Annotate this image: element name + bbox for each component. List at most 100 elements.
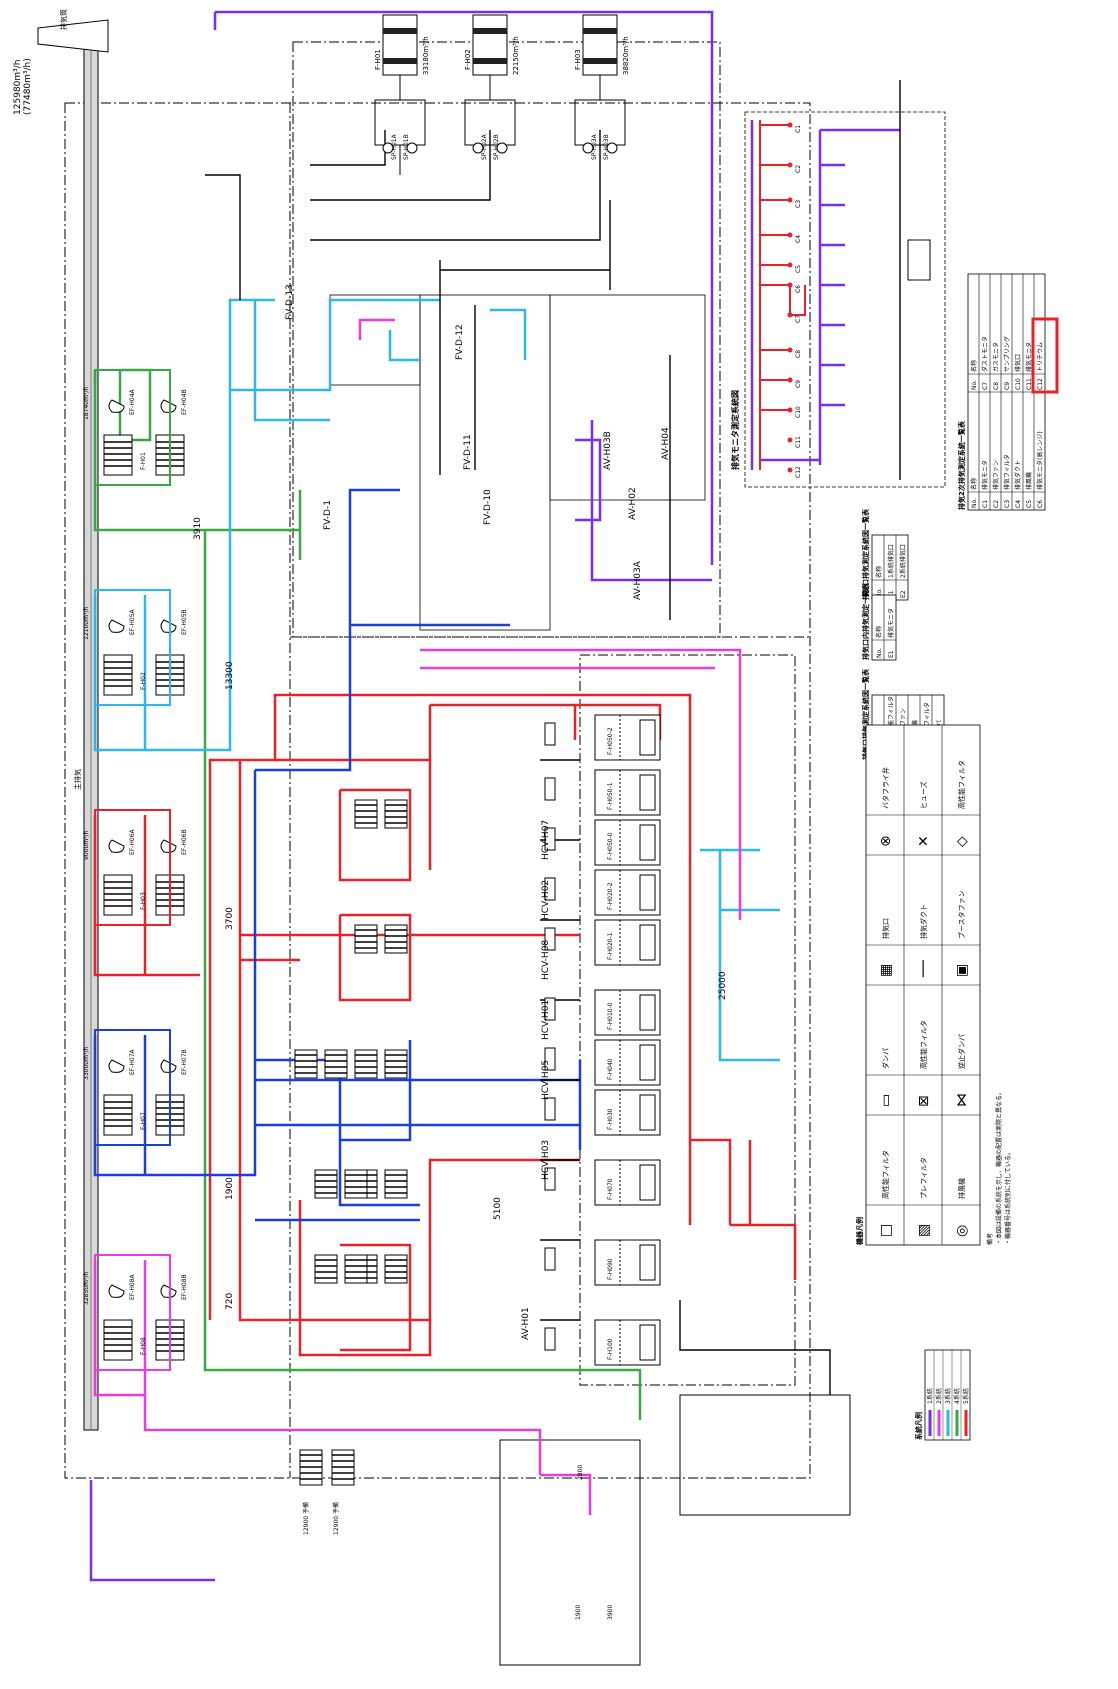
- monitor-point-label: C6: [795, 285, 802, 293]
- monitor-point-label: C11: [795, 436, 802, 448]
- line-legend: 系統凡例1系統2系統3系統4系統5系統: [914, 1350, 970, 1440]
- table-cell: 排気口: [1014, 354, 1022, 372]
- fan-flow: 33180m³/h: [422, 36, 430, 75]
- valve-tag: HCV-H02: [541, 880, 551, 920]
- room-box: F-H020-1: [545, 920, 660, 965]
- room-tag: F-H020-1: [607, 932, 614, 960]
- valve-tag: AV-H01: [521, 1307, 531, 1340]
- legend-symbol-name: プレフィルタ: [919, 1157, 928, 1199]
- line-legend-label: 2系統: [935, 1388, 943, 1404]
- bottom-label: 12900 予備: [332, 1502, 340, 1535]
- bottom-label: 2800: [577, 1465, 584, 1480]
- table-cell: C7: [982, 382, 989, 390]
- table-cell: C2: [993, 500, 1000, 508]
- pump-a: SP-H03A: [591, 133, 598, 160]
- legend-symbol-name: 逆止ダンパ: [957, 1034, 966, 1069]
- legend-symbol-name: 高性能フィルタ: [919, 1020, 928, 1069]
- room-tag: F-H090: [607, 1258, 614, 1280]
- legend-symbol-name: ヒューズ: [919, 781, 928, 809]
- unit-filter: F-H02: [140, 672, 147, 690]
- unit-flow: 9000m³/h: [83, 830, 90, 860]
- table-cell: C5: [1026, 500, 1033, 508]
- main-exhaust-label: 主排気: [73, 769, 82, 790]
- table-cell: 排気モニタ: [981, 460, 989, 490]
- unit-fan-a: EF-H04A: [129, 388, 136, 415]
- table-cell: ガスモニタ: [992, 342, 1000, 372]
- exhaust-unit: 9000m³/hEF-H06AEF-H06BF-H03: [83, 810, 188, 925]
- room-tag: F-H050-1: [607, 782, 614, 810]
- valve-tag: AV-H03B: [603, 431, 613, 470]
- line-legend-label: 3系統: [944, 1388, 952, 1404]
- legend-symbol-mark: ⊠: [916, 1095, 932, 1107]
- table-cell: サンプリング: [1003, 336, 1011, 372]
- bottom-label: 3900: [607, 1605, 614, 1620]
- valve-tag: AV-H02: [628, 487, 638, 520]
- legend-note: ・本図は設備の系統を示し、機器の配置は実際と異なる。: [995, 1089, 1003, 1245]
- legend-title: 機器凡例: [855, 1217, 864, 1245]
- monitor-point-label: C5: [795, 265, 802, 273]
- legend-symbol-mark: ▭: [878, 1094, 894, 1107]
- legend-symbol-mark: ▣: [954, 964, 970, 977]
- av-unit: [332, 1450, 354, 1485]
- table-cell: 排風機: [1025, 472, 1033, 490]
- legend-symbol-name: 排風機: [957, 1178, 966, 1199]
- pump-b: SP-H01B: [403, 134, 410, 160]
- room-box: F-H020-2: [545, 870, 660, 915]
- legend-symbol-name: ブースタファン: [957, 890, 966, 939]
- legend-symbol-name: 排気口: [881, 918, 890, 939]
- legend-symbol-mark: □: [878, 1224, 894, 1237]
- legend-symbol-name: バタフライ弁: [881, 767, 890, 809]
- unit-flow: 33000m³/h: [83, 1047, 90, 1080]
- unit-fan-b: EF-H08B: [181, 1274, 188, 1300]
- duct-flow: 25000: [718, 971, 728, 1000]
- valve-tag: FV-D-13: [285, 284, 295, 320]
- line-legend-title: 系統凡例: [914, 1412, 923, 1440]
- duct-flow: 720: [225, 1293, 235, 1310]
- fan-f-h01: F-H0133180m³/hSP-H01ASP-H01B: [374, 15, 430, 175]
- room-tag: F-H030: [607, 1108, 614, 1130]
- table-cell: 2系統排気口: [899, 544, 907, 578]
- table-header: No.: [971, 498, 978, 508]
- fan-id: F-H02: [464, 49, 472, 70]
- room-tag: F-H070: [607, 1178, 614, 1200]
- pump-b: SP-H02B: [493, 134, 500, 160]
- unit-flow: 32850m³/h: [83, 1272, 90, 1305]
- room-tag: F-H050-0: [607, 832, 614, 860]
- fan-flow: 38820m³/h: [622, 36, 630, 75]
- table-cell: 排気ファン: [992, 460, 1000, 490]
- av-unit: [300, 1450, 322, 1485]
- monitor-point: C5: [788, 263, 803, 274]
- table-cell: C4: [1015, 500, 1022, 508]
- table-cell: 排気モニタ: [887, 608, 895, 638]
- room-tag: F-H040: [607, 1058, 614, 1080]
- symbol-legend: 機器凡例□高性能フィルタ▧プレフィルタ◎排風機▭ダンパ⊠高性能フィルタ⋈逆止ダン…: [855, 725, 1012, 1245]
- svg-text:(77480m³/h): (77480m³/h): [23, 58, 33, 115]
- room-box: F-H050-1: [545, 770, 660, 815]
- monitor-point: C10: [788, 406, 803, 418]
- valve-tag: FV-D-10: [483, 489, 493, 525]
- table-header: No.: [876, 648, 883, 658]
- fan-f-h03: F-H0338820m³/hSP-H03ASP-H03B: [574, 15, 630, 175]
- monitor-point-label: C1: [795, 125, 802, 133]
- valve-tag: FV-D-11: [463, 434, 473, 470]
- exhaust-unit: 32850m³/hEF-H08AEF-H08BF-H08: [83, 1255, 188, 1370]
- duct-system-5: [95, 695, 795, 1355]
- upper-room-boundary: [293, 42, 720, 637]
- line-legend-table: 系統凡例1系統2系統3系統4系統5系統: [914, 1350, 970, 1440]
- duct-flow: 5100: [493, 1197, 503, 1220]
- legend-symbol-mark: ◇: [954, 836, 970, 847]
- legend-symbol-name: ダンパ: [881, 1048, 890, 1069]
- valve-tag: FV-D-12: [455, 324, 465, 360]
- tables: 排気口排気測定系統図一覧表No.名称E11系統排気口E22系統排気口排気口内排気…: [861, 274, 1057, 760]
- legend-symbol-mark: ▦: [878, 964, 894, 977]
- room-box: F-H040: [545, 1040, 660, 1085]
- svg-text:125980m³/h: 125980m³/h: [13, 60, 23, 115]
- legend-symbol-mark: ◎: [954, 1225, 970, 1237]
- unit-filter: F-H08: [140, 1337, 147, 1355]
- table-cell: C8: [993, 382, 1000, 390]
- unit-flow: 18740m³/h: [83, 387, 90, 420]
- table-cell: トリチウム: [1036, 342, 1044, 372]
- valve-tag: HCV-H05: [541, 1060, 551, 1100]
- table-cell: C1: [982, 500, 989, 508]
